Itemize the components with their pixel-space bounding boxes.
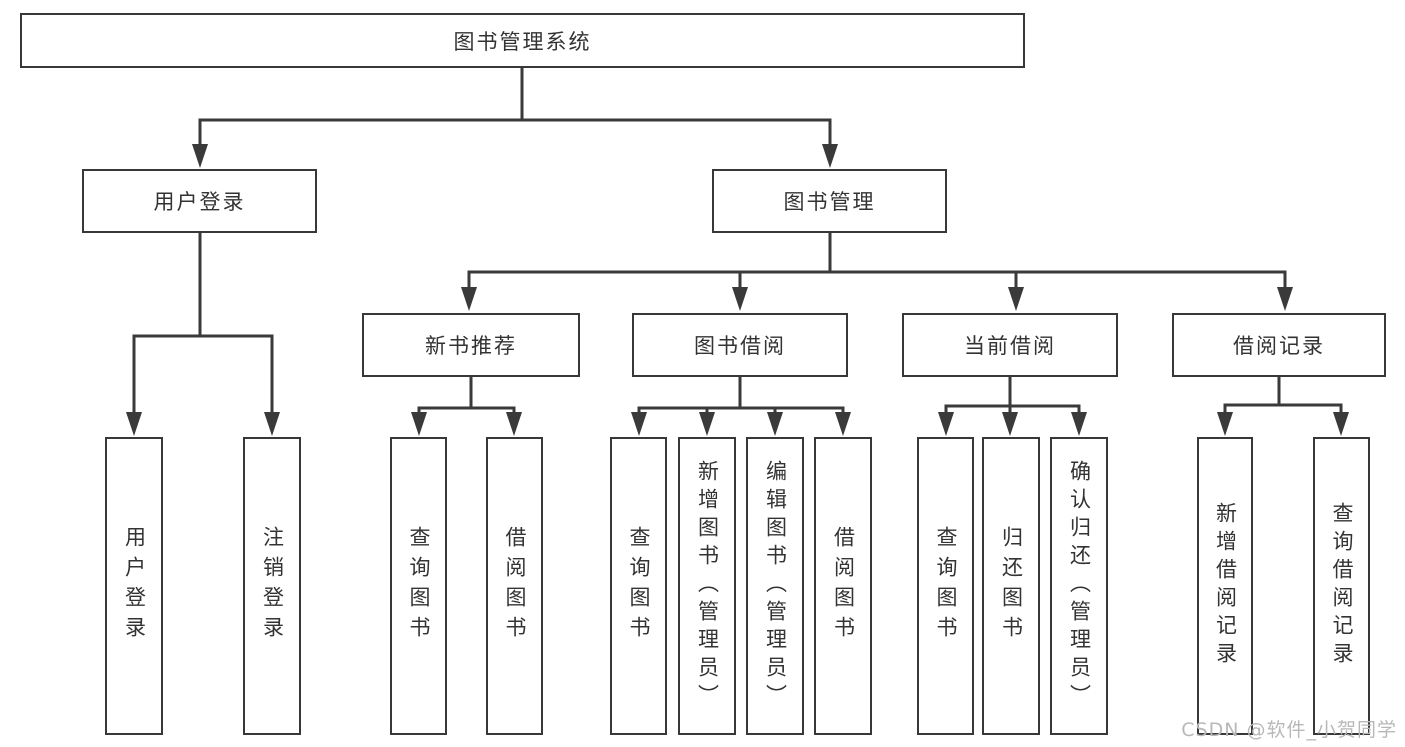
- arrowhead: [1277, 287, 1293, 311]
- leaf-label: 查询借阅记录: [1330, 502, 1354, 670]
- arrowhead: [1008, 287, 1024, 311]
- leaf-label: 查询图书: [407, 526, 431, 646]
- arrowhead: [506, 412, 522, 436]
- leaf-logout: 注销登录: [243, 437, 301, 735]
- leaf-label: 借阅图书: [831, 526, 856, 646]
- leaf-confirm-return-admin: 确认归还（管理员）: [1050, 437, 1108, 735]
- node-label: 当前借阅: [964, 334, 1056, 358]
- leaf-label: 确认归还（管理员）: [1067, 460, 1092, 712]
- node-borrow-records: 借阅记录: [1172, 313, 1386, 377]
- arrowhead: [631, 412, 647, 436]
- node-current-borrow: 当前借阅: [902, 313, 1118, 377]
- node-label: 用户登录: [153, 190, 246, 214]
- arrowhead: [732, 287, 748, 311]
- leaf-label: 新增借阅记录: [1213, 502, 1238, 670]
- leaf-borrow-books-recommend: 借阅图书: [486, 437, 543, 735]
- node-label: 图书管理: [783, 190, 876, 214]
- arrowhead: [461, 287, 477, 311]
- node-label: 图书借阅: [694, 334, 786, 358]
- arrowhead: [835, 412, 851, 436]
- connector-borrow-rail: [637, 406, 845, 414]
- leaf-edit-books-admin: 编辑图书（管理员）: [746, 437, 804, 735]
- arrowhead: [264, 412, 280, 436]
- arrowhead: [192, 144, 208, 168]
- arrowhead: [822, 144, 838, 168]
- arrowhead: [767, 412, 783, 436]
- arrowhead: [1217, 412, 1233, 436]
- arrowhead: [411, 412, 427, 436]
- node-user-login: 用户登录: [82, 169, 317, 233]
- leaf-label: 新增图书（管理员）: [695, 460, 720, 712]
- leaf-label: 编辑图书（管理员）: [763, 460, 788, 712]
- arrowhead: [1071, 412, 1087, 436]
- leaf-label: 查询图书: [934, 526, 958, 646]
- leaf-borrow-books: 借阅图书: [814, 437, 872, 735]
- leaf-query-books-recommend: 查询图书: [390, 437, 447, 735]
- csdn-watermark: CSDN @软件_小贺同学: [1181, 719, 1397, 741]
- leaf-label: 用户登录: [122, 526, 147, 646]
- leaf-label: 借阅图书: [503, 526, 527, 646]
- arrowhead: [1002, 412, 1018, 436]
- leaf-label: 归还图书: [999, 526, 1024, 646]
- node-root-library-system: 图书管理系统: [20, 13, 1025, 68]
- leaf-label: 查询图书: [627, 526, 651, 646]
- node-book-management: 图书管理: [712, 169, 947, 233]
- leaf-query-books-current: 查询图书: [917, 437, 974, 735]
- connector-userlogin-rail: [132, 334, 274, 414]
- arrowhead: [126, 412, 142, 436]
- connector-recommend-rail: [417, 406, 516, 414]
- leaf-label: 注销登录: [260, 526, 285, 646]
- leaf-add-books-admin: 新增图书（管理员）: [678, 437, 736, 735]
- leaf-user-login: 用户登录: [105, 437, 163, 735]
- connector-records-rail: [1223, 403, 1343, 413]
- leaf-return-books: 归还图书: [982, 437, 1040, 735]
- node-label: 新书推荐: [425, 334, 517, 358]
- leaf-query-books-borrow: 查询图书: [610, 437, 667, 735]
- node-book-borrow: 图书借阅: [632, 313, 848, 377]
- node-label: 图书管理系统: [453, 29, 592, 54]
- connector-root-rail: [198, 118, 832, 148]
- arrowhead: [938, 412, 954, 436]
- node-new-book-recommend: 新书推荐: [362, 313, 580, 377]
- node-label: 借阅记录: [1233, 334, 1325, 358]
- arrowhead: [699, 412, 715, 436]
- leaf-query-borrow-record: 查询借阅记录: [1313, 437, 1370, 735]
- arrowhead: [1333, 412, 1349, 436]
- leaf-add-borrow-record: 新增借阅记录: [1197, 437, 1253, 735]
- connector-current-rail: [944, 404, 1081, 413]
- connector-bookmgmt-rail: [467, 270, 1287, 290]
